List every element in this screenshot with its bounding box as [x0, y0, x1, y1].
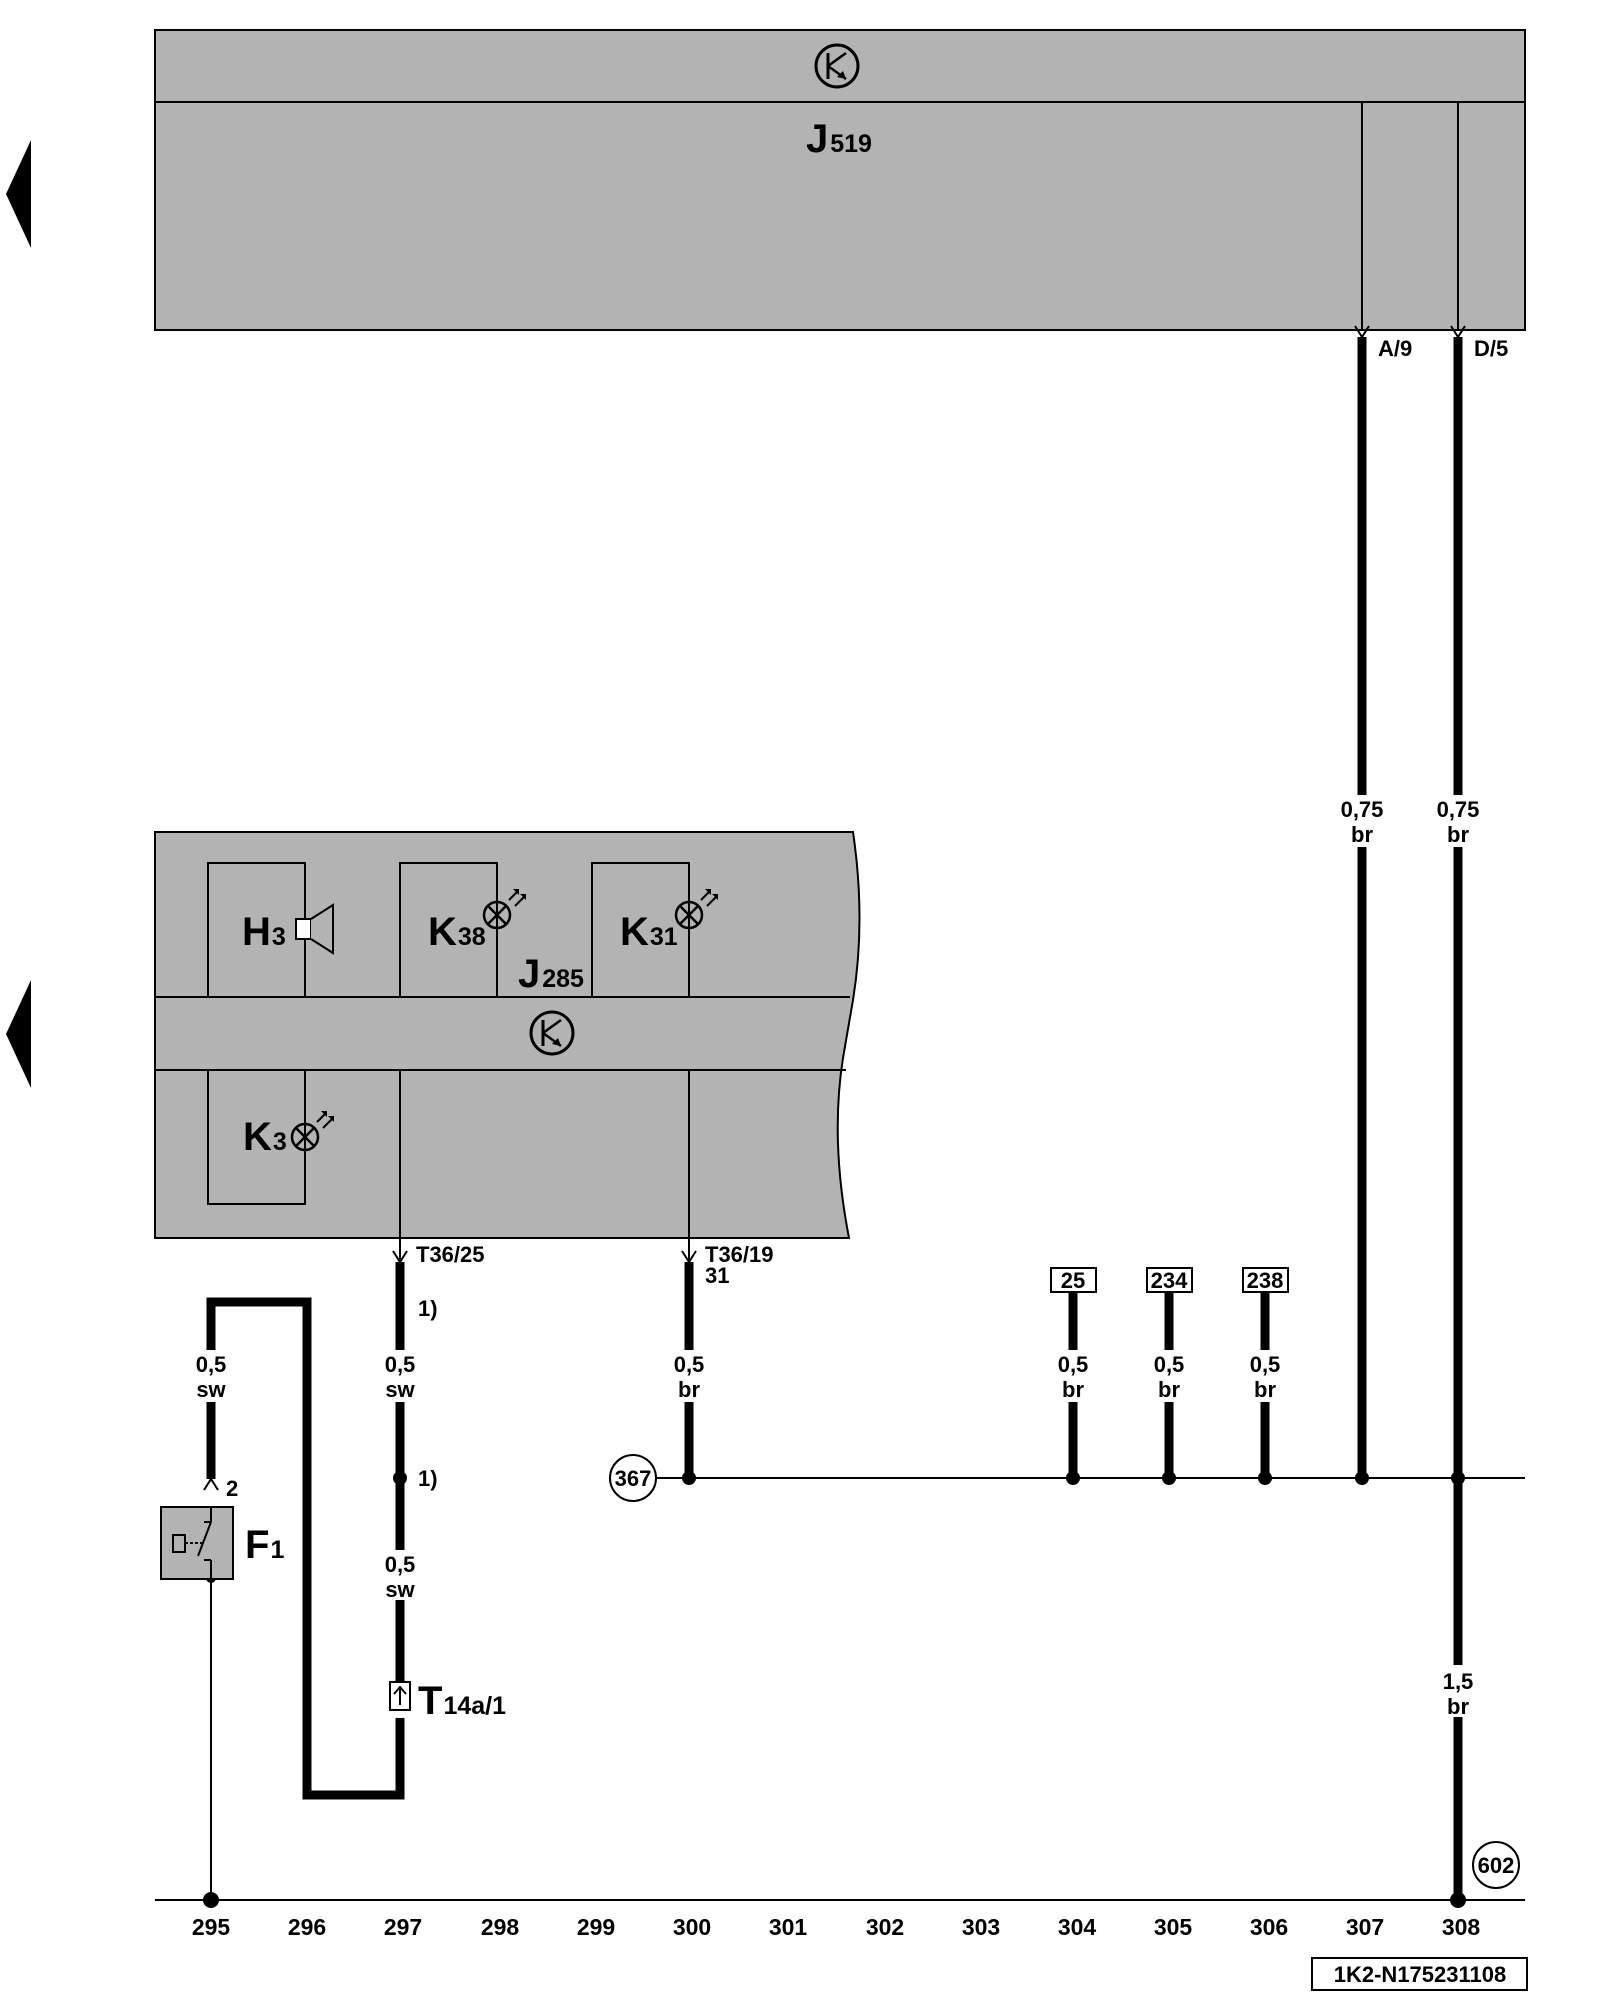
grid-number: 302 [866, 1914, 904, 1940]
wire-308a-color: br [1447, 822, 1469, 847]
wire-307-size: 0,75 [1341, 797, 1384, 822]
reference-box-238[interactable]: 238 [1242, 1267, 1289, 1293]
svg-text:A/9: A/9 [1378, 336, 1412, 361]
grid-number: 308 [1442, 1914, 1481, 1940]
warning-lamp-icon [290, 1111, 334, 1152]
electronic-module-symbol-icon [814, 43, 860, 89]
speaker-icon [295, 903, 334, 955]
t14a-label: T14a/1 [418, 1679, 506, 1723]
document-id: 1K2-N175231108 [1311, 1957, 1528, 1991]
grid-number: 295 [192, 1914, 231, 1940]
wire-308b-color: br [1447, 1694, 1469, 1719]
j285-label: J285 [518, 952, 584, 996]
wire-300-color: br [678, 1377, 700, 1402]
wire-305-size: 0,5 [1154, 1352, 1185, 1377]
grid-number: 296 [288, 1914, 326, 1940]
grid-number: 306 [1250, 1914, 1288, 1940]
grid-number: 304 [1058, 1914, 1097, 1940]
wire-308b-size: 1,5 [1443, 1669, 1474, 1694]
grid-number: 300 [673, 1914, 711, 1940]
wire-295-size: 0,5 [196, 1352, 227, 1377]
nav-arrow-down-icon[interactable] [6, 980, 31, 1088]
j519-label: J519 [806, 117, 872, 161]
ground-bus [155, 1477, 1525, 1901]
warning-lamp-icon [674, 889, 718, 930]
k3-label: K3 [243, 1115, 287, 1159]
reference-box-25[interactable]: 25 [1050, 1267, 1097, 1293]
component-f1: 2 F1 [160, 1476, 284, 1580]
grid-number: 305 [1154, 1914, 1193, 1940]
wire-300-size: 0,5 [674, 1352, 705, 1377]
pin-j519-d5: D/5 [1450, 325, 1508, 361]
footnote-marker: 1) [418, 1296, 438, 1321]
wire-297b-color: sw [385, 1577, 415, 1602]
pin-j285-t36-19: T36/19 31 [681, 1238, 774, 1288]
grid-number: 303 [962, 1914, 1000, 1940]
instrument-cluster-j285: J285 H3 K38 [154, 831, 861, 1239]
svg-text:602: 602 [1478, 1853, 1515, 1878]
connector-t14a: T14a/1 [389, 1679, 506, 1723]
wire-306-color: br [1254, 1377, 1276, 1402]
ground-point-367[interactable]: 367 [609, 1454, 657, 1502]
h3-label: H3 [242, 910, 286, 954]
component-k38: K38 [399, 862, 526, 998]
svg-text:31: 31 [705, 1263, 729, 1288]
k31-label: K31 [620, 910, 678, 954]
svg-text:367: 367 [615, 1466, 652, 1491]
grid-number: 298 [481, 1914, 520, 1940]
wire-295-color: sw [196, 1377, 226, 1402]
wire-308a-size: 0,75 [1437, 797, 1480, 822]
svg-text:D/5: D/5 [1474, 336, 1508, 361]
grid-numbers: 295 296 297 298 299 300 301 302 303 304 … [192, 1914, 1481, 1940]
wire-297a-color: sw [385, 1377, 415, 1402]
svg-text:T36/25: T36/25 [416, 1242, 485, 1267]
reference-box-234[interactable]: 234 [1146, 1267, 1193, 1293]
wire-306-size: 0,5 [1250, 1352, 1281, 1377]
grid-number: 297 [384, 1914, 422, 1940]
grid-number: 307 [1346, 1914, 1384, 1940]
grid-number: 299 [577, 1914, 615, 1940]
svg-text:238: 238 [1247, 1268, 1284, 1293]
nav-arrow-up-icon[interactable] [6, 140, 31, 248]
pin-j285-t36-25: T36/25 [392, 1238, 485, 1267]
wire-305-color: br [1158, 1377, 1180, 1402]
component-k31: K31 [591, 862, 718, 998]
wire-304-size: 0,5 [1058, 1352, 1089, 1377]
svg-text:T36/19: T36/19 [705, 1242, 774, 1267]
component-h3: H3 [207, 862, 334, 998]
f1-pin-label: 2 [226, 1476, 238, 1501]
f1-label: F1 [245, 1523, 284, 1567]
control-unit-j519: J519 [154, 29, 1526, 331]
wire-304-color: br [1062, 1377, 1084, 1402]
ground-point-602[interactable]: 602 [1472, 1841, 1520, 1889]
wire-297b-size: 0,5 [385, 1552, 416, 1577]
grid-number: 301 [769, 1914, 808, 1940]
component-k3: K3 [207, 1069, 334, 1205]
svg-text:234: 234 [1151, 1268, 1188, 1293]
k38-label: K38 [428, 910, 486, 954]
svg-text:1K2-N175231108: 1K2-N175231108 [1334, 1962, 1506, 1987]
svg-text:25: 25 [1061, 1268, 1085, 1293]
electronic-module-symbol-icon [529, 1010, 575, 1056]
wires [206, 337, 1463, 1902]
warning-lamp-icon [482, 889, 526, 930]
brake-switch-icon [172, 1507, 212, 1578]
wire-307-color: br [1351, 822, 1373, 847]
wire-labels: 0,75 br 0,75 br 1,5 br 0,5 sw 0,5 sw 0,5… [196, 797, 1480, 1719]
wire-297a-size: 0,5 [385, 1352, 416, 1377]
footnote-marker: 1) [418, 1466, 438, 1491]
